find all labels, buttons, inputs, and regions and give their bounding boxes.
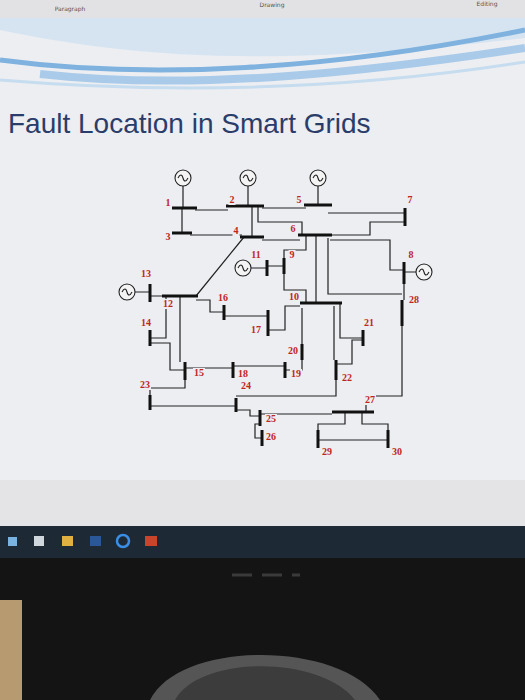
generator-circle	[175, 170, 191, 186]
taskbar-icon	[8, 537, 17, 546]
ribbon-label: Editing	[477, 1, 498, 7]
grid-lines	[135, 186, 416, 440]
bus-bar	[172, 205, 405, 284]
swoosh	[0, 62, 525, 88]
bus-number: 15	[193, 368, 205, 378]
bus-number: 25	[265, 414, 277, 424]
bus-number: 14	[140, 318, 152, 328]
generator-wave	[313, 175, 323, 181]
generator-wave	[419, 269, 429, 275]
bus-number: 12	[162, 299, 174, 309]
bus-number: 23	[139, 380, 151, 390]
ribbon-bar	[0, 0, 525, 18]
bus-number: 28	[408, 295, 420, 305]
bus-number: 7	[407, 195, 414, 205]
bus-number: 16	[217, 293, 229, 303]
line	[150, 303, 363, 406]
bus-number: 9	[289, 250, 296, 260]
taskbar-icon	[62, 536, 73, 546]
bus-number: 21	[363, 318, 375, 328]
swoosh	[0, 30, 525, 70]
bus-number: 5	[296, 195, 303, 205]
desk-object	[0, 600, 22, 700]
bus-number: 2	[229, 195, 236, 205]
taskbar-icon	[90, 536, 101, 546]
bus-bar	[150, 360, 388, 448]
slide-title: Fault Location in Smart Grids	[8, 108, 371, 140]
generator-symbol	[310, 170, 326, 186]
bus-number: 3	[165, 232, 172, 242]
ribbon-label: Paragraph	[55, 6, 86, 12]
bus-number: 13	[140, 269, 152, 279]
bus-number: 20	[287, 346, 299, 356]
monitor-stand	[150, 655, 380, 700]
logo-mark	[232, 574, 300, 577]
bus-bars	[150, 205, 405, 448]
bus-number: 27	[364, 395, 376, 405]
bus-number: 17	[250, 325, 262, 335]
bus-number: 1	[165, 198, 172, 208]
bus-number: 18	[237, 369, 249, 379]
generator-symbol	[416, 264, 432, 280]
bus-number: 4	[233, 226, 240, 236]
generator-wave	[238, 265, 248, 271]
bus-number: 19	[290, 369, 302, 379]
bus-number: 24	[240, 381, 252, 391]
slide	[0, 18, 525, 480]
bus-number: 29	[321, 447, 333, 457]
generator-stem	[135, 268, 416, 292]
bus-number: 8	[408, 250, 415, 260]
bus-bar	[150, 284, 402, 360]
generator-symbol	[175, 170, 191, 186]
generator-wave	[178, 175, 188, 181]
taskbar-icon	[117, 535, 129, 547]
generator-circle	[240, 170, 256, 186]
generator-circle	[310, 170, 326, 186]
generator-symbol	[235, 260, 251, 276]
taskbar	[0, 526, 525, 558]
bus-number: 22	[341, 373, 353, 383]
bus-number: 30	[391, 447, 403, 457]
swoosh	[0, 18, 525, 56]
line	[150, 306, 302, 370]
bus-number: 11	[250, 250, 261, 260]
generator-symbol	[119, 284, 135, 300]
generator-circle	[119, 284, 135, 300]
bus-number: 26	[265, 432, 277, 442]
monitor-bezel	[0, 558, 525, 700]
monitor-stand	[175, 666, 355, 700]
line	[182, 206, 306, 240]
generator-circle	[416, 264, 432, 280]
swoosh	[40, 48, 525, 81]
bus-number: 10	[288, 292, 300, 302]
generators	[119, 170, 432, 300]
bus-number: 6	[290, 224, 297, 234]
ribbon-label: Drawing	[260, 2, 285, 8]
generator-wave	[122, 289, 132, 295]
line	[150, 237, 306, 362]
taskbar-icon	[145, 536, 157, 546]
generator-wave	[243, 175, 253, 181]
screen-area	[0, 480, 525, 526]
generator-symbol	[240, 170, 256, 186]
taskbar-icon	[34, 536, 44, 546]
generator-circle	[235, 260, 251, 276]
